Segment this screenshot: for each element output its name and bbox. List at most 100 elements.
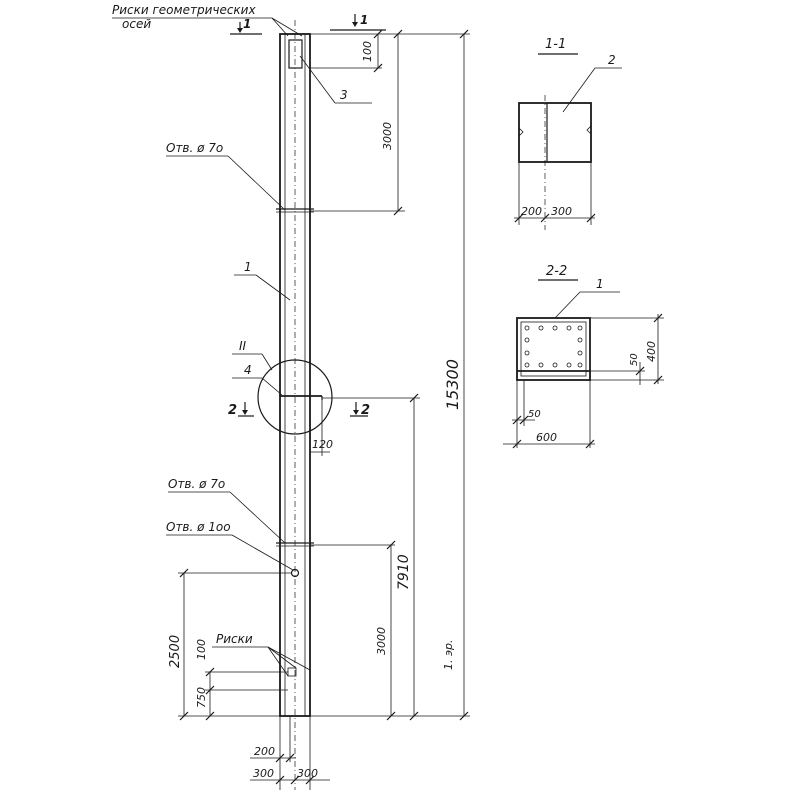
pos-1-callout: 1	[234, 260, 291, 301]
section-2-2-d50-bottom: 50	[528, 409, 541, 420]
pos-3-label: 3	[340, 88, 348, 102]
leader-line	[255, 274, 291, 301]
leader-line	[562, 67, 596, 113]
dim-tick	[540, 213, 550, 223]
dim-tick	[585, 439, 595, 449]
dim-tick	[512, 415, 522, 425]
rebar-circle	[552, 325, 558, 331]
dim-tick	[459, 29, 469, 39]
node-ii-circle	[257, 359, 333, 435]
leader-line	[227, 155, 286, 211]
left-dimensions: 2500 100 750	[168, 568, 292, 721]
rebar-circle	[552, 362, 558, 368]
hole-70-bottom-label: Отв. ø 7о	[168, 477, 225, 491]
dim-tick	[653, 375, 663, 385]
dim-tick	[290, 775, 300, 785]
rebar-circle	[566, 362, 572, 368]
rebar-circle	[524, 350, 530, 356]
dim-tick	[275, 753, 285, 763]
marks-label: Риски	[216, 632, 253, 646]
section-2-2-d50-right: 50	[629, 353, 640, 366]
break-mark	[518, 127, 524, 137]
dim-tick	[285, 753, 295, 763]
section-2-2-d600: 600	[536, 431, 557, 444]
rebar-circle	[538, 325, 544, 331]
section-1-left-label: 1	[243, 17, 251, 31]
dim-tick	[393, 29, 403, 39]
hole-70-top-label: Отв. ø 7о	[166, 141, 223, 155]
section-1-1-outline	[518, 102, 592, 163]
right-dimensions: 100 3000 15300 7910 3000 1. эр.	[310, 29, 470, 721]
hole-100-label: Отв. ø 1оо	[166, 520, 231, 534]
note-label: 1. эр.	[442, 639, 455, 670]
rebar-group	[524, 325, 583, 368]
dim-tick	[386, 711, 396, 721]
pos-4-label: 4	[244, 363, 252, 377]
leader-line	[271, 17, 289, 37]
bottom-dimensions: 200 300 300	[250, 716, 330, 790]
dim-tick	[373, 29, 383, 39]
dim-tick	[635, 366, 645, 376]
rebar-circle	[566, 325, 572, 331]
rebar-circle	[524, 337, 530, 343]
section-1-markers: 1 1	[230, 13, 386, 35]
leader-line	[554, 291, 581, 319]
section-2-left-label: 2	[228, 403, 237, 418]
section-1-right-label: 1	[360, 13, 368, 27]
pos-3-callout: 3	[299, 55, 372, 104]
dim-7910-label: 7910	[396, 554, 412, 590]
pos-1-label: 1	[244, 260, 252, 274]
dim-15300-label: 15300	[443, 359, 462, 410]
dim-tick	[205, 711, 215, 721]
dim-tick	[393, 206, 403, 216]
rebar-circle	[524, 362, 530, 368]
column-elevation	[257, 20, 333, 790]
break-mark	[586, 125, 592, 135]
axes-marks-label-2: осей	[122, 17, 151, 31]
section-arrow-head	[237, 28, 243, 33]
rebar-circle	[538, 362, 544, 368]
section-2-2-outline	[516, 317, 591, 381]
section-2-2-title: 2-2	[546, 264, 567, 279]
dim-tick	[305, 775, 315, 785]
hole-70-bottom-callout: Отв. ø 7о	[168, 477, 286, 544]
leader-line	[261, 353, 273, 371]
dim-300-right-label: 300	[297, 767, 318, 780]
section-1-1: 1-1 2 200 300	[514, 37, 622, 230]
dim-tick	[373, 63, 383, 73]
dim-tick	[179, 711, 189, 721]
hole-70-top-callout: Отв. ø 7о	[166, 141, 286, 211]
hole-100-callout: Отв. ø 1оо	[166, 520, 294, 571]
dim-tick	[205, 667, 215, 677]
section-arrow-head	[352, 22, 358, 27]
section-1-1-pos-label: 2	[608, 53, 616, 67]
axes-marks-callout: Риски геометрических осей	[112, 3, 303, 37]
rebar-circle	[577, 337, 583, 343]
dim-120: 120	[309, 400, 333, 456]
leader-line	[261, 377, 283, 396]
rebar-circle	[524, 325, 530, 331]
dim-750-label: 750	[195, 687, 208, 708]
leader-line	[299, 55, 336, 104]
leader-line	[267, 646, 311, 671]
section-2-2: 2-2 1 400 50	[503, 264, 664, 449]
dim-tick	[519, 415, 529, 425]
node-ii-callout: II 4	[232, 339, 283, 396]
section-1-1-d200: 200	[521, 205, 542, 218]
section-1-1-d300: 300	[551, 205, 572, 218]
dim-tick	[459, 711, 469, 721]
rebar-circle	[577, 362, 583, 368]
dim-tick	[205, 685, 215, 695]
dim-tick	[179, 568, 189, 578]
section-1-1-title: 1-1	[545, 37, 566, 52]
rebar-circle	[577, 350, 583, 356]
embedded-plate-top	[288, 39, 303, 69]
dim-200-label: 200	[254, 745, 275, 758]
dim-tick	[386, 540, 396, 550]
dim-3000-bottom-label: 3000	[375, 627, 388, 655]
dim-100-bottom-label: 100	[195, 639, 208, 660]
leader-line	[229, 491, 286, 544]
section-2-2-pos-label: 1	[596, 277, 604, 291]
